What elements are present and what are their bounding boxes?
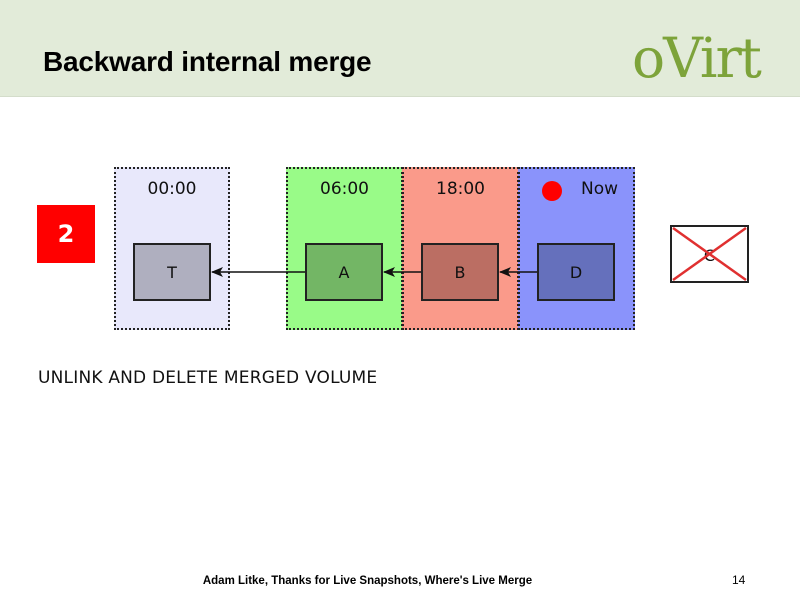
now-marker-icon bbox=[542, 181, 562, 201]
time-label: 18:00 bbox=[436, 179, 485, 199]
step-caption: UNLINK AND DELETE MERGED VOLUME bbox=[38, 368, 378, 388]
time-label: Now bbox=[580, 179, 619, 199]
ovirt-logo: oVirt bbox=[632, 26, 764, 84]
time-label: 06:00 bbox=[320, 179, 369, 199]
step-number-badge: 2 bbox=[37, 205, 95, 263]
slide-title: Backward internal merge bbox=[43, 46, 372, 77]
volume-node-t: T bbox=[133, 243, 211, 301]
volume-node-a: A bbox=[305, 243, 383, 301]
slide-header: Backward internal merge oVirt bbox=[0, 0, 800, 97]
deleted-volume-c: C bbox=[670, 225, 749, 283]
ovirt-logo-text: oVirt bbox=[632, 26, 762, 84]
page-number: 14 bbox=[732, 573, 746, 587]
slide-footer: Adam Litke, Thanks for Live Snapshots, W… bbox=[202, 575, 533, 587]
time-label-now: Now bbox=[520, 179, 633, 201]
volume-node-d: D bbox=[537, 243, 615, 301]
volume-node-b: B bbox=[421, 243, 499, 301]
time-label: 00:00 bbox=[147, 179, 197, 199]
